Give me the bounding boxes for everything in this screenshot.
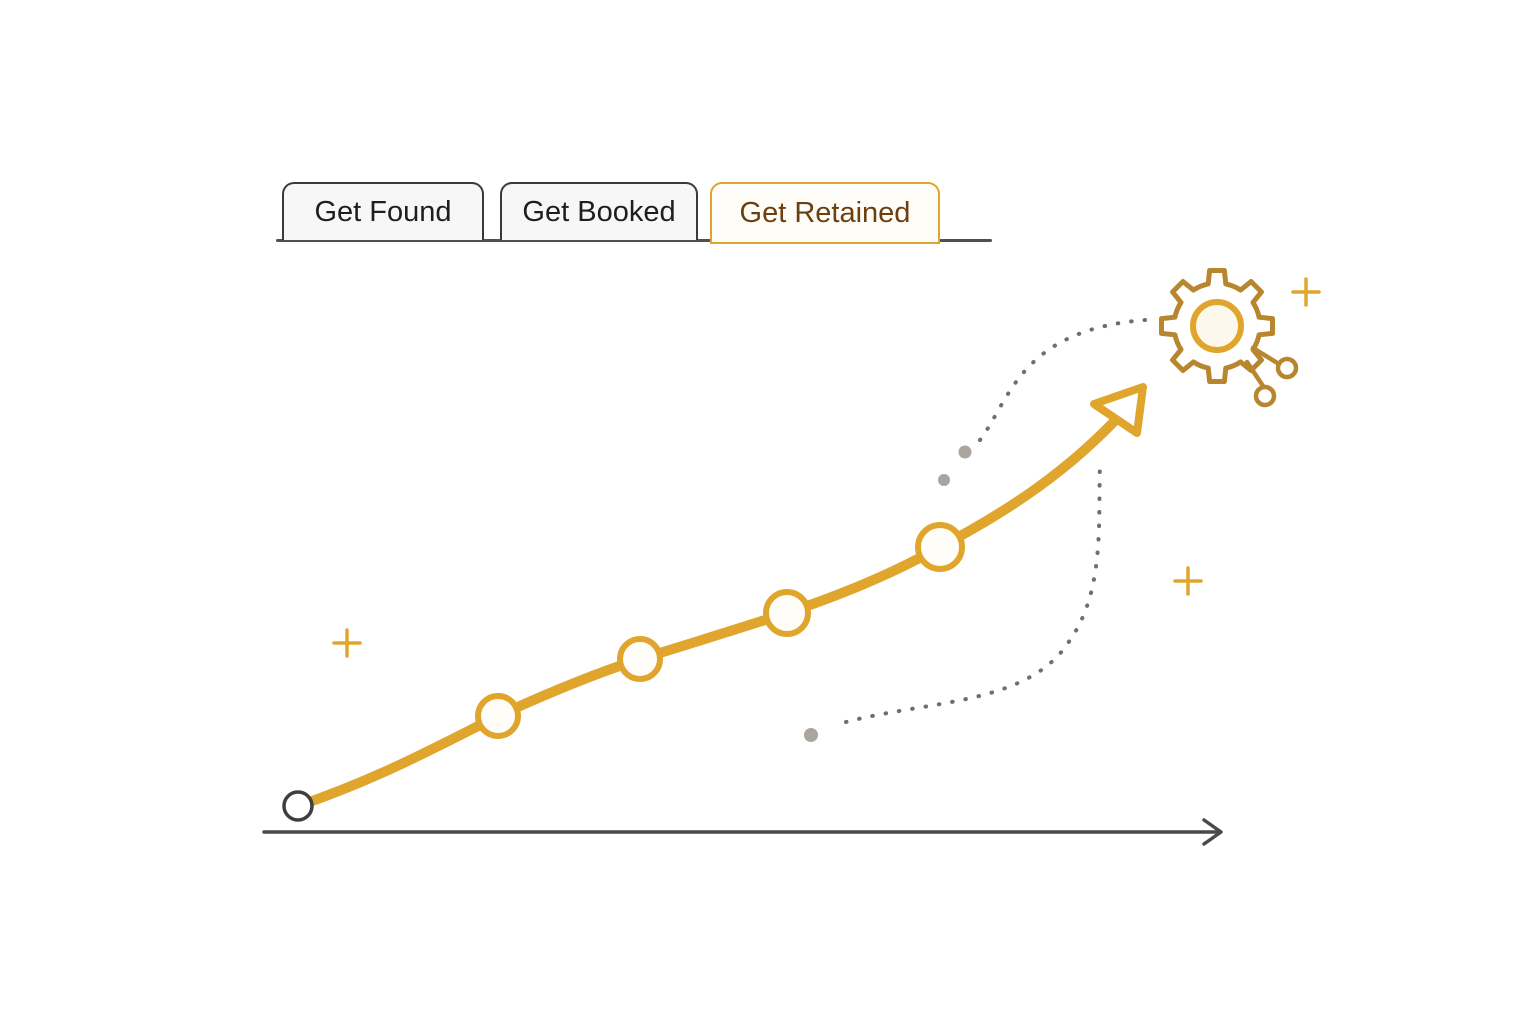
milestone-node xyxy=(617,636,663,682)
dot-marker xyxy=(938,474,950,486)
plus-icon xyxy=(332,628,362,658)
plus-icon xyxy=(1291,277,1321,307)
dotted-path-lower xyxy=(844,463,1102,724)
milestone-nodes xyxy=(475,522,965,739)
milestone-node xyxy=(763,589,811,637)
start-node xyxy=(282,790,314,822)
tab-baseline xyxy=(276,239,992,242)
axis-arrow-icon xyxy=(1202,818,1223,846)
milestone-node xyxy=(915,522,965,572)
tab-get-found[interactable]: Get Found xyxy=(282,182,484,240)
dotted-path-upper xyxy=(978,318,1147,442)
gear-node-icon xyxy=(1253,384,1277,408)
tab-get-booked[interactable]: Get Booked xyxy=(500,182,698,240)
gear-icon xyxy=(1158,267,1299,408)
sparkles xyxy=(332,277,1321,658)
x-axis xyxy=(262,818,1223,846)
tab-get-retained[interactable]: Get Retained xyxy=(710,182,940,244)
gear-node-icon xyxy=(1275,356,1299,380)
dot-marker xyxy=(804,728,818,742)
milestone-node xyxy=(475,693,521,739)
plus-icon xyxy=(1173,566,1203,596)
tab-bar: Get Found Get Booked Get Retained xyxy=(276,182,992,244)
arrow-head-icon xyxy=(1090,383,1147,437)
dot-marker xyxy=(958,445,972,459)
growth-curve xyxy=(293,405,1130,811)
